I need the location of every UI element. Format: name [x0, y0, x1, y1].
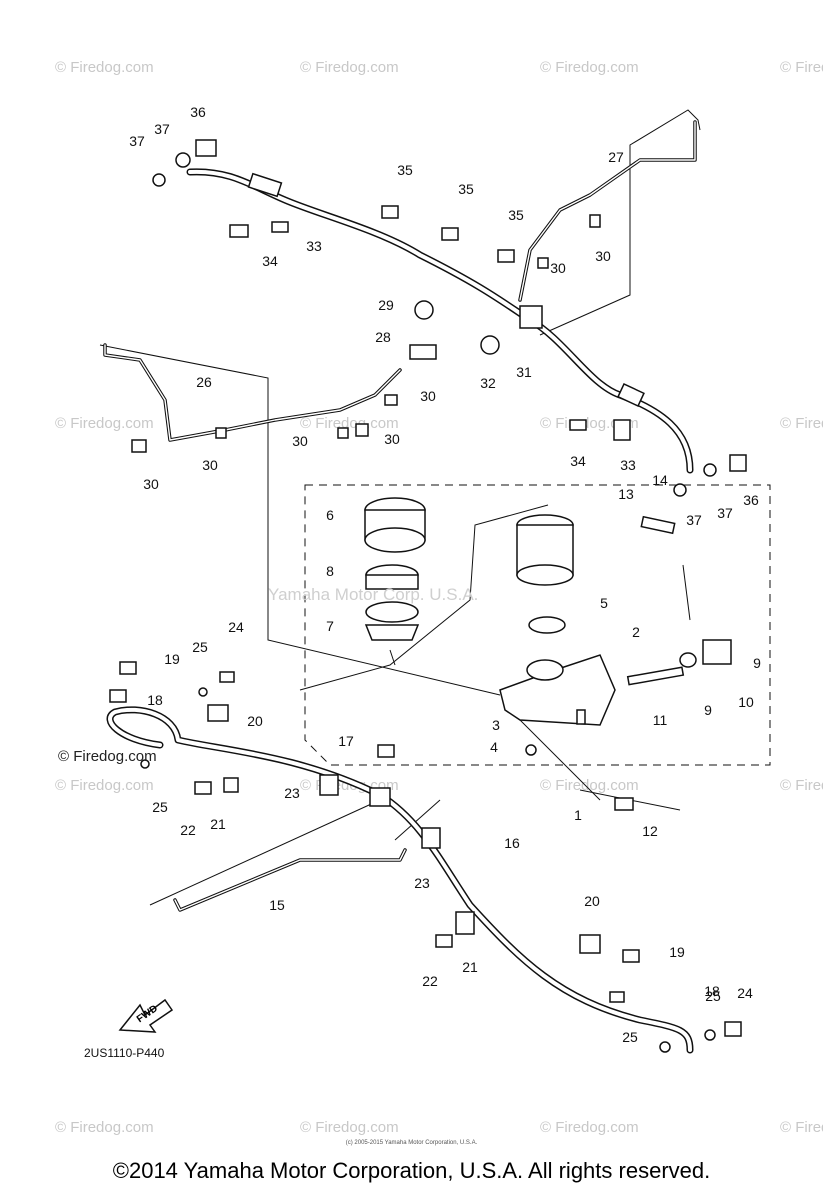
callout-number: 33	[620, 457, 636, 473]
brake-pipe-27	[518, 120, 697, 302]
callout-number: 11	[653, 712, 668, 728]
callout-number: 34	[262, 253, 278, 269]
center-watermark: Yamaha Motor Corp. U.S.A.	[268, 585, 479, 604]
reference-lines	[99, 109, 771, 906]
callout-number: 23	[414, 875, 430, 891]
callout-number: 9	[753, 655, 761, 671]
watermark-tile: © Firedog.com	[55, 777, 154, 794]
callout-number: 30	[292, 433, 308, 449]
copyright-footer: ©2014 Yamaha Motor Corporation, U.S.A. A…	[112, 1158, 711, 1183]
callout-number: 30	[420, 388, 436, 404]
callout-number: 5	[600, 595, 608, 611]
hardware	[109, 139, 747, 1053]
callout-number: 6	[326, 507, 334, 523]
callout-number: 25	[192, 639, 208, 655]
callout-number: 30	[143, 476, 159, 492]
callout-number: 27	[608, 149, 624, 165]
watermark-tile: © Firedog.com	[300, 415, 399, 432]
callout-number: 37	[154, 121, 170, 137]
callout-number: 3	[492, 717, 500, 733]
firedog-watermark: © Firedog.com	[58, 748, 157, 765]
callout-number: 21	[462, 959, 478, 975]
brake-pipe-15	[173, 848, 407, 912]
callout-number: 26	[196, 374, 212, 390]
brake-pipe-26	[103, 343, 402, 442]
copyright-small: (c) 2005-2015 Yamaha Motor Corporation, …	[345, 1140, 478, 1146]
watermark-tile: © Firedog.com	[780, 1119, 823, 1136]
callout-number: 15	[269, 897, 285, 913]
callout-number: 31	[516, 364, 532, 380]
callout-number: 35	[508, 207, 524, 223]
callout-number: 9	[704, 702, 712, 718]
callout-number: 36	[190, 104, 206, 120]
callout-number: 4	[490, 739, 498, 755]
callout-number: 30	[384, 431, 400, 447]
callout-number: 24	[737, 985, 753, 1001]
callout-number: 19	[164, 651, 180, 667]
watermark-tile: © Firedog.com	[540, 777, 639, 794]
callout-number: 36	[743, 492, 759, 508]
callout-number: 18	[704, 983, 720, 999]
watermark-tile: © Firedog.com	[540, 59, 639, 76]
upper-brake-hose	[186, 168, 694, 474]
callout-number: 23	[284, 785, 300, 801]
watermark-tile: © Firedog.com	[300, 1119, 399, 1136]
callout-number: 33	[306, 238, 322, 254]
callout-number: 18	[147, 692, 163, 708]
callout-number: 14	[652, 472, 668, 488]
callout-number: 34	[570, 453, 586, 469]
master-cylinder	[499, 515, 732, 726]
callout-number: 28	[375, 329, 391, 345]
callout-number: 22	[180, 822, 196, 838]
watermark-tile: © Firedog.com	[780, 777, 823, 794]
callout-number: 17	[338, 733, 354, 749]
callout-number: 37	[717, 505, 733, 521]
watermark-tile: © Firedog.com	[300, 59, 399, 76]
callout-number: 35	[458, 181, 474, 197]
callout-number: 21	[210, 816, 226, 832]
callout-number: 37	[129, 133, 145, 149]
callout-number: 24	[228, 619, 244, 635]
callout-number: 8	[326, 563, 334, 579]
callout-number: 19	[669, 944, 685, 960]
callout-number: 32	[480, 375, 496, 391]
callout-number: 16	[504, 835, 520, 851]
callout-number: 25	[152, 799, 168, 815]
callout-number: 20	[247, 713, 263, 729]
callout-number: 1	[574, 807, 582, 823]
callout-number: 30	[202, 457, 218, 473]
watermark-tile: © Firedog.com	[780, 59, 823, 76]
lower-brake-hose	[106, 706, 694, 1054]
callout-number: 10	[738, 694, 754, 710]
callout-number: 7	[326, 618, 334, 634]
callout-number: 25	[705, 988, 721, 1004]
watermark-tile: © Firedog.com	[540, 1119, 639, 1136]
callout-number: 37	[686, 512, 702, 528]
callout-number: 13	[618, 486, 634, 502]
watermark-tile: © Firedog.com	[55, 415, 154, 432]
callout-number: 30	[595, 248, 611, 264]
reservoir-assembly	[364, 497, 574, 641]
callout-number: 22	[422, 973, 438, 989]
callout-number: 35	[397, 162, 413, 178]
callout-number: 29	[378, 297, 394, 313]
watermark-tile: © Firedog.com	[55, 1119, 154, 1136]
fwd-arrow-icon: FWD	[118, 998, 174, 1033]
callout-number: 12	[642, 823, 658, 839]
watermark-tile: © Firedog.com	[55, 59, 154, 76]
callout-number: 20	[584, 893, 600, 909]
callout-number: 25	[622, 1029, 638, 1045]
watermark-tile: © Firedog.com	[780, 415, 823, 432]
callout-number: 30	[550, 260, 566, 276]
diagram-code: 2US1110-P440	[84, 1046, 165, 1060]
callout-number: 2	[632, 624, 640, 640]
